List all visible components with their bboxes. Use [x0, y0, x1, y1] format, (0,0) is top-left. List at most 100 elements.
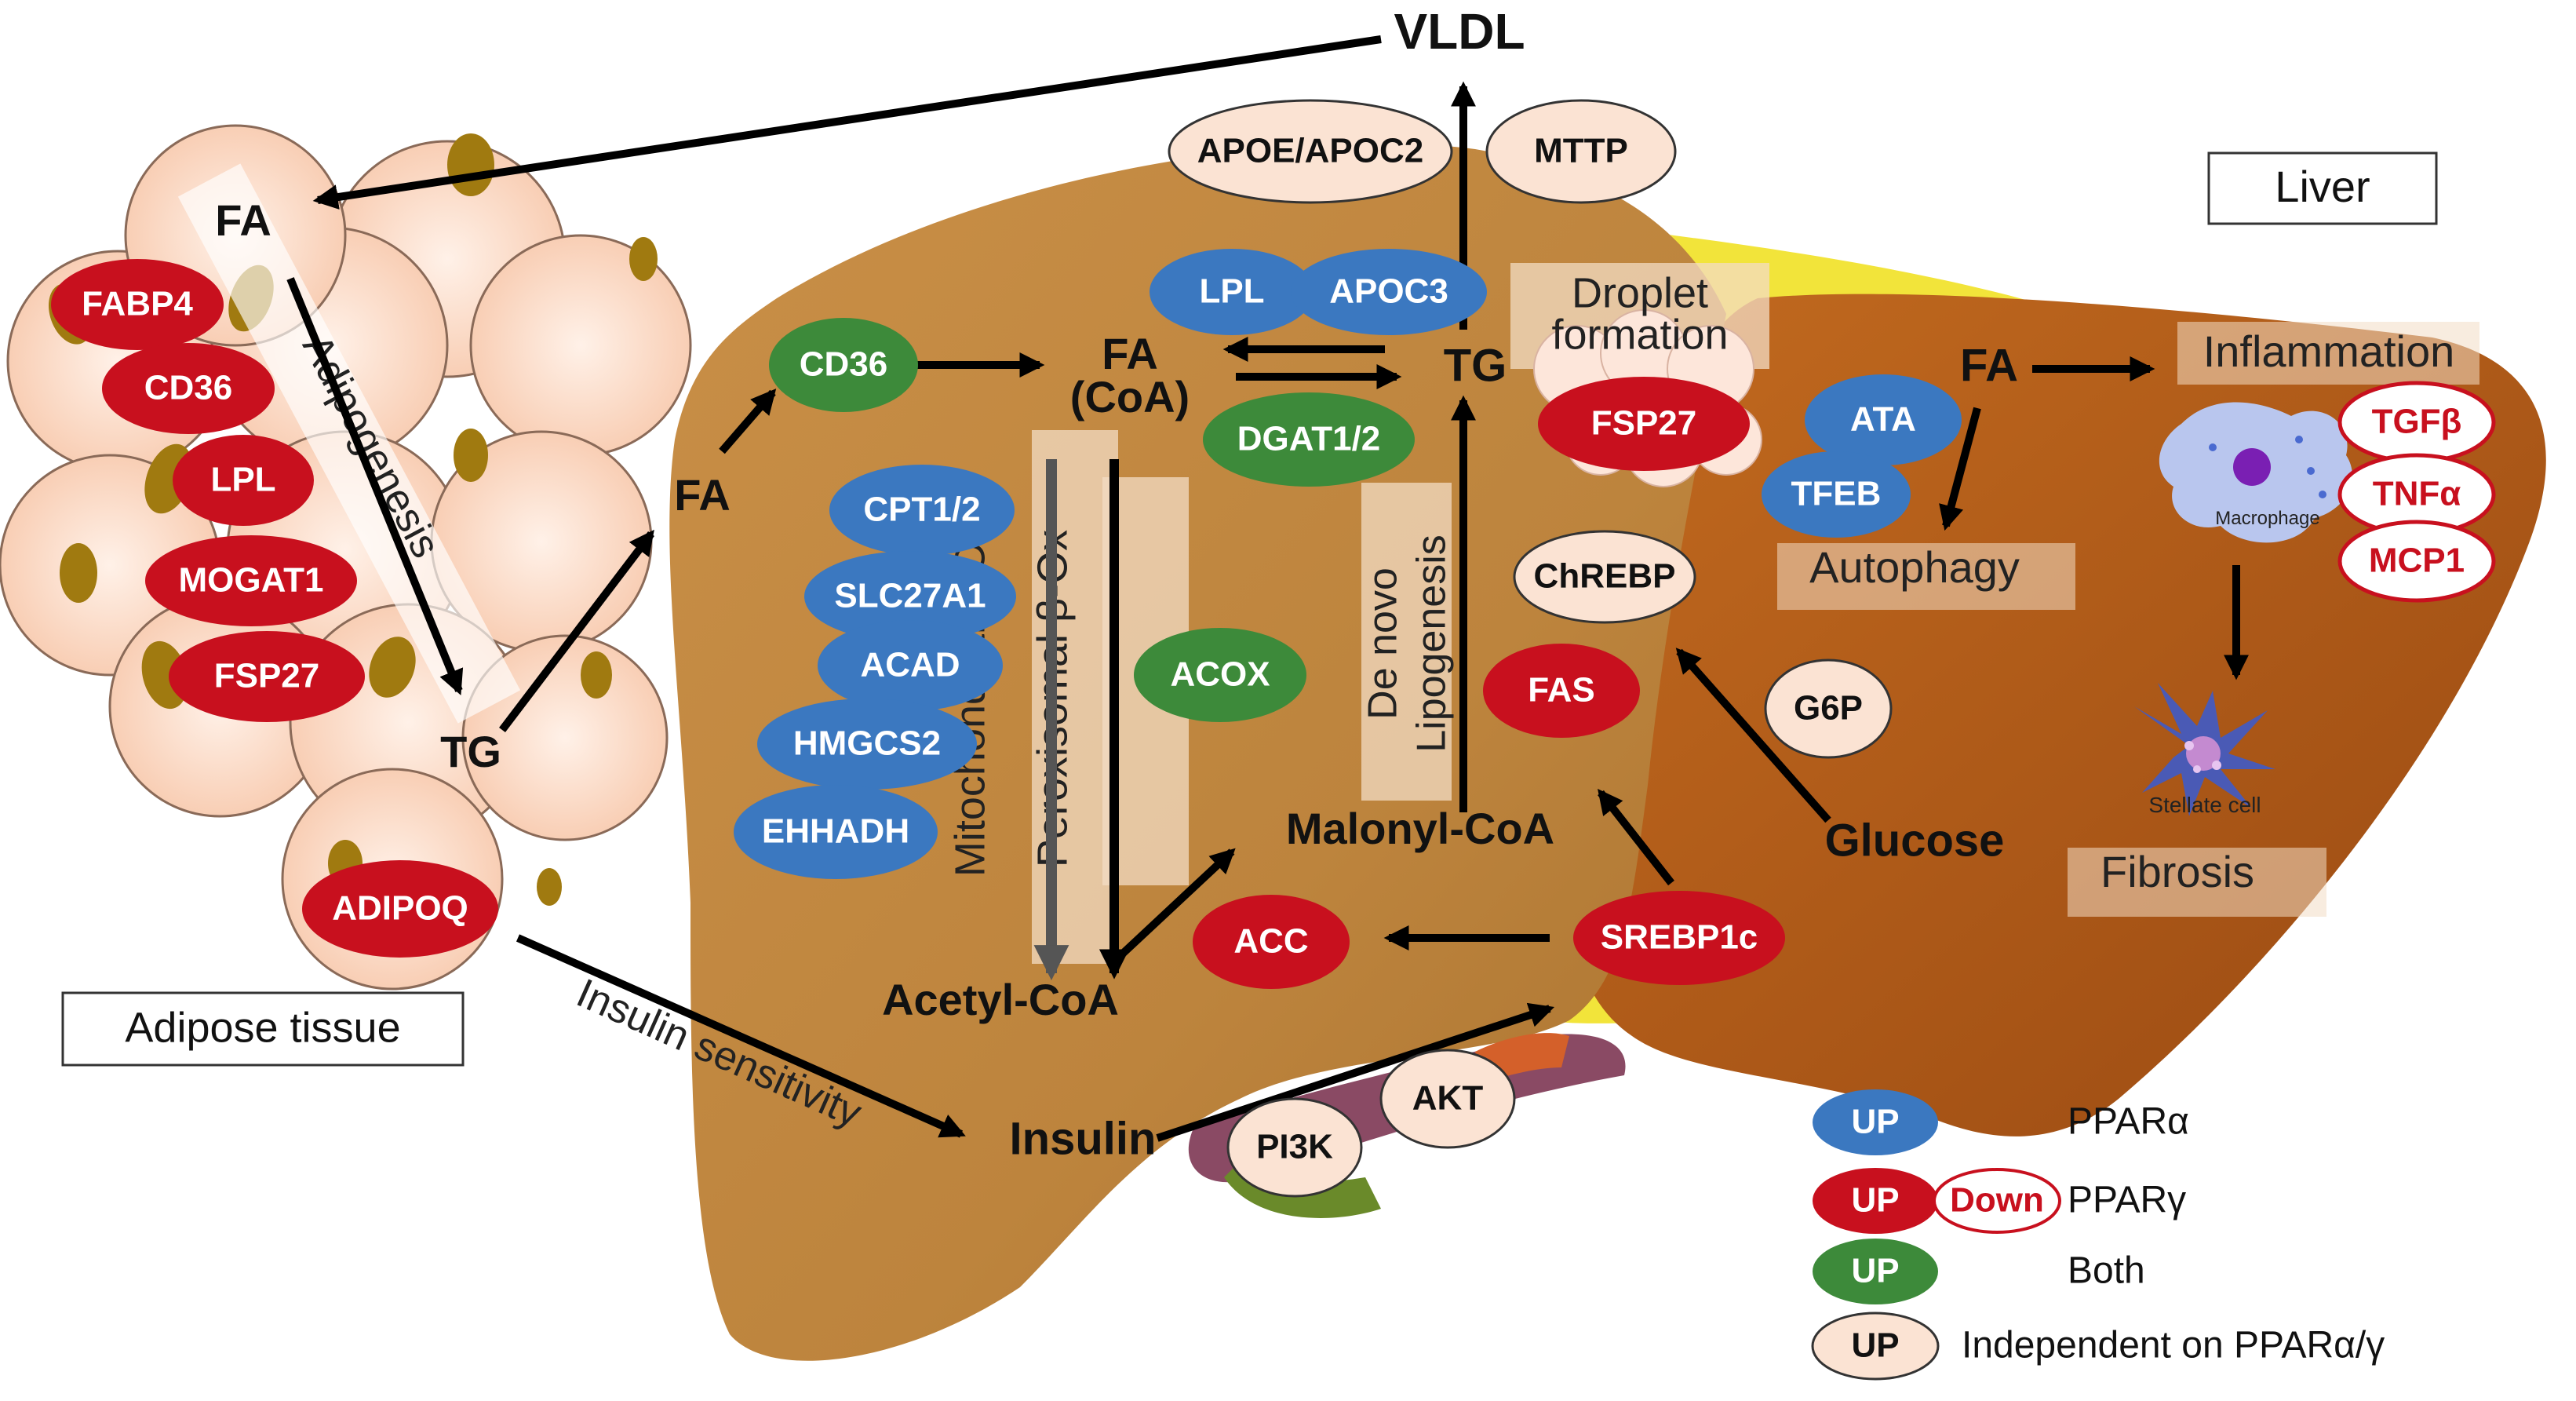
svg-text:CD36: CD36 [800, 345, 888, 384]
gene-acc: ACC [1193, 895, 1350, 989]
gene-cd36-liver: CD36 [769, 318, 918, 412]
arrow-fa-cd36 [719, 389, 777, 454]
gene-cd36-adipose: CD36 [102, 343, 275, 434]
gene-g6p: G6P [1764, 659, 1893, 759]
svg-text:Both: Both [2068, 1250, 2145, 1292]
svg-text:Down: Down [1950, 1181, 2044, 1220]
adipose-box: Adipose tissue [61, 991, 465, 1067]
svg-text:SLC27A1: SLC27A1 [834, 577, 986, 615]
arrow-acetyl-malonyl [1111, 848, 1236, 965]
svg-text:CD36: CD36 [144, 369, 233, 407]
gene-pi3k: PI3K [1226, 1097, 1363, 1198]
svg-text:G6P: G6P [1794, 689, 1863, 728]
gene-fas: FAS [1483, 644, 1640, 738]
svg-text:MCP1: MCP1 [2369, 542, 2465, 580]
svg-text:UP: UP [1851, 1252, 1899, 1290]
gene-cpt: CPT1/2 [829, 465, 1015, 556]
svg-text:ChREBP: ChREBP [1534, 557, 1676, 596]
malonyl-coa-label: Malonyl-CoA [1286, 804, 1554, 853]
arrow-adipogenesis [286, 277, 464, 695]
svg-text:FABP4: FABP4 [82, 285, 193, 323]
arrow-tg-fa [499, 529, 654, 733]
macrophage-icon [2159, 402, 2365, 543]
fibrosis-box [2068, 848, 2326, 917]
vldl-label: VLDL [1394, 3, 1525, 60]
svg-text:APOE/APOC2: APOE/APOC2 [1197, 132, 1424, 170]
legend-both: UP Both [1813, 1239, 2145, 1304]
acetyl-coa-label: Acetyl-CoA [882, 975, 1119, 1024]
autophagy-box [1777, 543, 2075, 610]
denovo-box [1361, 483, 1452, 801]
svg-text:PPARγ: PPARγ [2068, 1180, 2186, 1221]
inflammation-box [2177, 322, 2479, 385]
legend-ppar-gamma: UP Down PPARγ [1813, 1168, 2186, 1234]
glucose-label: Glucose [1825, 815, 2005, 866]
legend-independent: UP Independent on PPARα/γ [1811, 1312, 2385, 1381]
stellate-cell-icon [2134, 683, 2275, 816]
gene-mcp1: MCP1 [2337, 520, 2496, 603]
legend: UP PPARα UP Down PPARγ UP Both UP Indepe… [1811, 1089, 2385, 1381]
droplet-line2: formation [1551, 311, 1728, 358]
gene-slc27a1: SLC27A1 [804, 551, 1016, 642]
svg-text:UP: UP [1851, 1326, 1899, 1365]
gene-akt: AKT [1379, 1049, 1516, 1149]
svg-text:PI3K: PI3K [1256, 1128, 1333, 1166]
svg-text:EHHADH: EHHADH [762, 812, 909, 851]
gene-apoc3: APOC3 [1291, 249, 1487, 335]
gene-fsp27-liver: FSP27 [1538, 377, 1750, 471]
svg-text:Adipose tissue: Adipose tissue [125, 1004, 400, 1051]
svg-text:APOC3: APOC3 [1329, 272, 1448, 311]
svg-text:ACOX: ACOX [1170, 655, 1270, 694]
svg-text:FAS: FAS [1528, 671, 1595, 710]
gene-dgat: DGAT1/2 [1203, 392, 1415, 487]
arrows [286, 35, 2250, 1142]
svg-text:UP: UP [1851, 1181, 1899, 1220]
arrow-vldl-fa [312, 35, 1382, 210]
adipose-cluster [0, 124, 692, 991]
insulin-label: Insulin [1010, 1113, 1157, 1164]
fa-adipose-label: FA [215, 195, 271, 245]
svg-text:TFEB: TFEB [1791, 475, 1882, 513]
svg-text:ACAD: ACAD [860, 646, 960, 684]
gene-tnfa: TNFα [2337, 453, 2496, 536]
svg-text:ADIPOQ: ADIPOQ [332, 889, 468, 928]
droplet-line1: Droplet [1572, 269, 1708, 316]
legend-ppar-alpha: UP PPARα [1813, 1089, 2189, 1155]
inflammation-label: Inflammation [2203, 327, 2455, 376]
adipogenesis-band [177, 163, 521, 724]
gene-mttp: MTTP [1485, 99, 1677, 204]
svg-text:FSP27: FSP27 [214, 657, 320, 695]
gene-tgfb: TGFβ [2337, 381, 2496, 464]
autophagy-label: Autophagy [1809, 542, 2020, 592]
gene-layer: APOE/APOC2 MTTP ChREBP G6P PI3K AKT LPL [51, 99, 2496, 1198]
svg-text:TNFα: TNFα [2373, 475, 2461, 513]
svg-text:PPARα: PPARα [2068, 1101, 2189, 1143]
svg-text:SREBP1c: SREBP1c [1601, 918, 1758, 957]
svg-text:MOGAT1: MOGAT1 [179, 561, 324, 600]
gene-hmgcs2: HMGCS2 [757, 699, 977, 790]
gene-mogat1: MOGAT1 [145, 535, 357, 626]
svg-text:LPL: LPL [210, 461, 275, 499]
gene-adipoq: ADIPOQ [302, 860, 498, 958]
gene-acad: ACAD [818, 620, 1003, 711]
fa-mid-label: FA [674, 470, 731, 520]
fa-coa-line1: FA [1102, 329, 1158, 378]
svg-text:FSP27: FSP27 [1591, 404, 1697, 443]
arrow-glucose-chrebp [1675, 648, 1831, 823]
svg-text:ACC: ACC [1233, 922, 1308, 961]
stellate-label: Stellate cell [2148, 793, 2261, 817]
svg-text:Liver: Liver [2275, 162, 2370, 211]
arrow-fa-autophagy [1939, 407, 1981, 531]
fa-right-label: FA [1960, 340, 2018, 391]
svg-text:AKT: AKT [1412, 1079, 1484, 1118]
gene-fabp4: FABP4 [51, 259, 224, 350]
fa-coa-line2: (CoA) [1070, 372, 1190, 421]
tg-adipose-label: TG [440, 727, 501, 776]
macrophage-label: Macrophage [2215, 508, 2319, 529]
gene-acox: ACOX [1134, 628, 1306, 722]
denovo-line1: De novo [1361, 567, 1406, 720]
gene-lpl-adipose: LPL [173, 435, 314, 526]
gene-tfeb: TFEB [1762, 451, 1911, 538]
gene-lpl-liver: LPL [1150, 249, 1314, 335]
